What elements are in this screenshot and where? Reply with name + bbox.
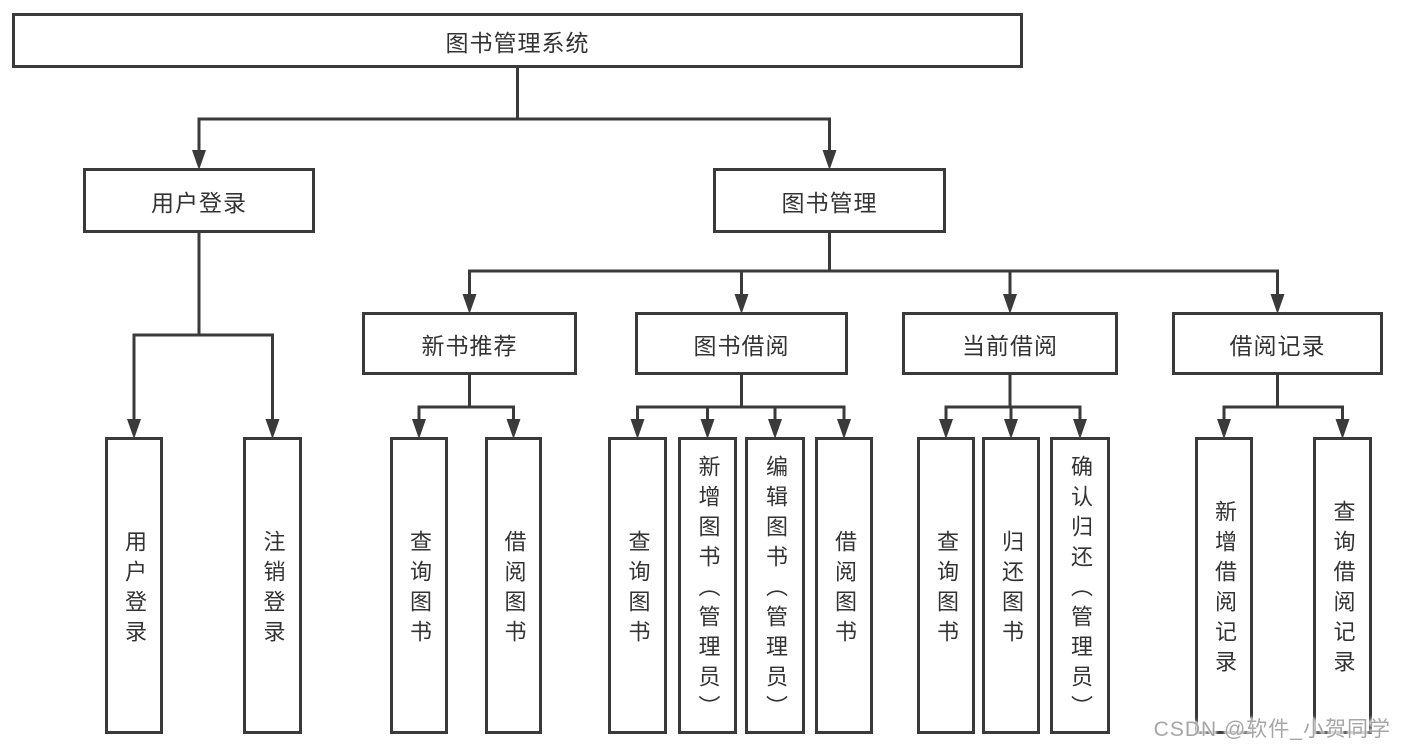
arrowhead-icon [939,419,953,439]
diagram-node-leaf-logout: 注销登录 [243,437,302,734]
diagram-node-book-mgmt: 图书管理 [713,168,946,233]
node-label-leaf-login: 用户登录 [122,529,147,650]
node-label-user-login: 用户登录 [151,189,247,216]
arrowhead-icon [1004,419,1018,439]
arrowhead-icon [700,419,715,439]
arrowhead-icon [837,419,851,439]
arrowhead-icon [1335,419,1350,439]
node-label-current: 当前借阅 [962,332,1058,359]
arrowhead-icon [127,419,141,439]
arrowhead-icon [192,150,206,170]
node-label-r-query: 查询借阅记录 [1330,499,1356,680]
node-label-r-add: 新增借阅记录 [1212,499,1237,680]
diagram-node-leaf-login: 用户登录 [105,437,163,734]
diagram-node-nb-query: 查询图书 [390,437,448,734]
node-label-new-books: 新书推荐 [421,332,518,359]
node-label-b-edit: 编辑图书（管理员） [763,454,788,725]
diagram-node-user-login: 用户登录 [83,168,315,233]
arrowhead-icon [822,150,837,170]
arrowhead-icon [734,294,749,314]
node-label-leaf-logout: 注销登录 [260,529,286,650]
diagram-node-b-edit: 编辑图书（管理员） [745,437,805,734]
arrowhead-icon [1003,294,1017,314]
arrowhead-icon [1073,419,1087,439]
node-label-c-query: 查询图书 [934,529,959,650]
node-label-nb-query: 查询图书 [407,529,432,650]
arrowhead-icon [412,419,426,439]
watermark: CSDN @软件_小贺同学 [1153,718,1391,741]
arrowhead-icon [462,294,477,314]
diagram-node-borrow: 图书借阅 [635,312,848,375]
arrowhead-icon [630,419,645,439]
arrowhead-icon [265,419,280,439]
diagram-node-r-query: 查询借阅记录 [1313,437,1372,734]
arrowhead-icon [1217,419,1231,439]
node-label-b-add: 新增图书（管理员） [695,454,721,725]
diagram-node-records: 借阅记录 [1172,312,1383,375]
diagram-node-new-books: 新书推荐 [362,312,577,375]
arrowhead-icon [506,419,521,439]
diagram-node-c-confirm: 确认归还（管理员） [1050,437,1110,734]
node-label-b-query: 查询图书 [625,529,651,650]
arrowhead-icon [768,419,782,439]
diagram-node-b-borrow: 借阅图书 [815,437,873,734]
node-label-c-confirm: 确认归还（管理员） [1068,454,1093,725]
diagram-node-c-query: 查询图书 [917,437,975,734]
diagram-node-r-add: 新增借阅记录 [1195,437,1253,734]
arrowhead-icon [1270,294,1285,314]
diagram-node-c-return: 归还图书 [982,437,1040,734]
diagram-node-b-add: 新增图书（管理员） [678,437,737,734]
node-label-root: 图书管理系统 [445,29,590,56]
node-label-nb-borrow: 借阅图书 [501,529,527,650]
node-label-borrow: 图书借阅 [693,332,790,359]
diagram-node-root: 图书管理系统 [12,13,1023,68]
diagram-node-current: 当前借阅 [902,312,1118,375]
node-label-b-borrow: 借阅图书 [832,529,857,650]
diagram-node-b-query: 查询图书 [608,437,667,734]
diagram-node-nb-borrow: 借阅图书 [485,437,542,734]
node-label-records: 借阅记录 [1229,332,1326,359]
node-label-c-return: 归还图书 [999,529,1024,650]
node-label-book-mgmt: 图书管理 [781,189,878,216]
